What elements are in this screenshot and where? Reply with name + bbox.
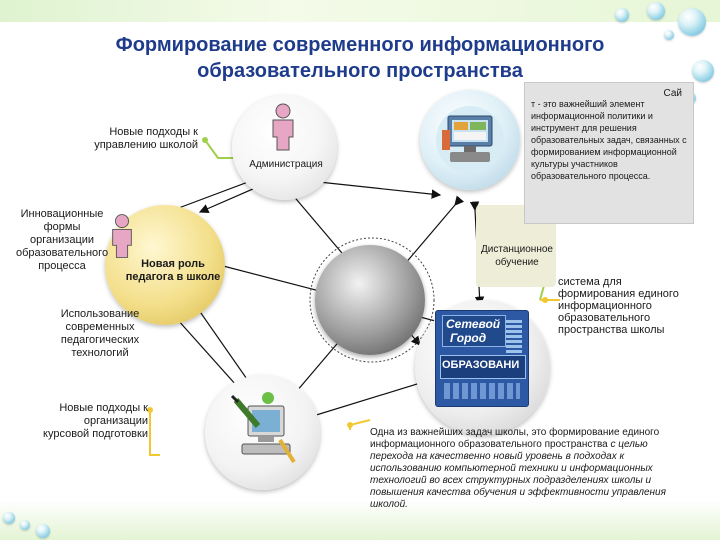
bottom-text-intro: Одна из важнейших задач школы, это форми… — [370, 427, 660, 450]
callout-connector — [204, 139, 235, 159]
water-drop-decor — [647, 2, 665, 20]
courses-label: Новые подходы к организации курсовой под… — [43, 402, 148, 440]
title-line-2: образовательного пространства — [197, 60, 523, 82]
network-description: система для формирования единого информа… — [558, 276, 679, 336]
page-title: Формирование современного информационног… — [40, 32, 680, 84]
water-drop-decor — [678, 8, 706, 36]
administration-label: Администрация — [249, 159, 323, 170]
callout-dot — [147, 407, 153, 413]
network-city-logo: Сетевой Город ОБРАЗОВАНИ — [435, 310, 529, 407]
water-drop-decor — [20, 520, 30, 530]
bottom-text: Одна из важнейших задач школы, это форми… — [370, 427, 670, 511]
innovative-label: Инновационные формы организации образова… — [16, 208, 109, 272]
connector-line — [290, 377, 432, 428]
computer-icon — [434, 104, 506, 176]
person-icon — [268, 103, 298, 151]
water-drop-decor — [36, 524, 50, 538]
site-box-text: т - это важнейший элемент информационной… — [531, 99, 687, 181]
site-description-box — [524, 82, 694, 224]
callout-dot — [347, 422, 353, 428]
network-logo-line2: Город — [450, 331, 487, 345]
management-label: Новые подходы к управлению школой — [94, 126, 198, 151]
teacher-role-label: Новая роль педагога в школе — [125, 258, 221, 283]
technologies-label: Использование современных педагогических… — [60, 308, 140, 359]
water-drop-decor — [692, 60, 714, 82]
water-drop-decor — [3, 512, 15, 524]
network-logo-line3: ОБРАЗОВАНИ — [442, 359, 520, 371]
distance-label: Дистанционное обучение — [481, 244, 553, 268]
callout-connector — [149, 410, 160, 456]
callout-dot — [542, 297, 548, 303]
title-line-1: Формирование современного информационног… — [115, 34, 605, 56]
water-drop-decor — [664, 30, 674, 40]
network-logo-line1: Сетевой — [446, 317, 501, 331]
bottom-decor-band — [0, 500, 720, 540]
water-drop-decor — [615, 8, 629, 22]
bottom-text-italic: с целью перехода на качественно новый ур… — [370, 439, 666, 510]
person-icon — [108, 213, 136, 259]
workstation-icon — [228, 390, 300, 470]
center-ring — [309, 237, 435, 363]
top-decor-band — [0, 0, 720, 22]
center-node — [315, 245, 425, 355]
callout-dot — [202, 137, 208, 143]
site-box-head: Сай — [663, 88, 682, 99]
